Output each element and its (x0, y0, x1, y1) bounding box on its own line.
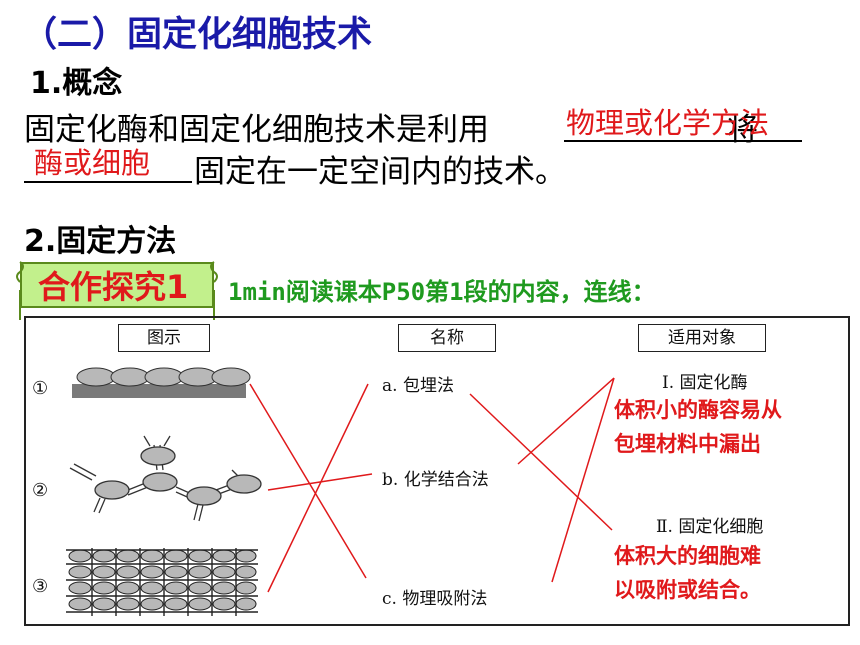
match-line-2-to-b (267, 473, 373, 491)
diagram-2-molecule (186, 486, 222, 506)
concept-heading: 1.概念 (30, 66, 123, 101)
note-enzyme-line1: 体积小的酶容易从 (614, 398, 782, 422)
diagram-2-molecule (94, 480, 130, 500)
header-name: 名称 (398, 324, 496, 352)
diagram-number-2: ② (32, 480, 49, 501)
diagram-2-molecule (226, 474, 262, 494)
header-target: 适用对象 (638, 324, 766, 352)
diagram-1-molecule (178, 367, 218, 387)
diagram-1-adsorption (72, 367, 251, 398)
concept-text-before: 固定化酶和固定化细胞技术是利用 (24, 112, 489, 148)
note-cell-line1: 体积大的细胞难 (614, 544, 761, 568)
note-enzyme-line2: 包埋材料中漏出 (614, 432, 761, 456)
fill-answer-object: 酶或细胞 (34, 146, 151, 180)
target-cell: Ⅱ. 固定化细胞 (656, 517, 764, 537)
method-heading: 2.固定方法 (24, 224, 177, 259)
diagram-1-molecule (144, 367, 184, 387)
match-line-3-to-a (267, 383, 369, 593)
activity-badge-label: 合作探究1 (38, 268, 189, 306)
diagram-number-3: ③ (32, 576, 49, 597)
fill-answer-method: 物理或化学方法 (566, 106, 770, 140)
diagram-3-embedding (66, 548, 258, 616)
header-diagram: 图示 (118, 324, 210, 352)
method-name-physical: c. 物理吸附法 (382, 589, 488, 609)
concept-text-line2: 固定在一定空间内的技术。 (194, 154, 566, 190)
diagram-2-molecule (142, 472, 178, 492)
diagram-2-molecule (140, 446, 176, 466)
diagram-1-molecule (110, 367, 150, 387)
matching-figure (24, 316, 850, 626)
diagram-2-crosslink (69, 435, 262, 522)
match-line-a-to-cell (469, 393, 613, 531)
diagram-1-molecule (211, 367, 251, 387)
blank-line-2 (24, 181, 192, 183)
target-enzyme: Ⅰ. 固定化酶 (662, 373, 748, 393)
activity-badge (20, 262, 214, 308)
note-cell-line2: 以吸附或结合。 (614, 578, 761, 602)
match-line-c-to-enzyme (551, 377, 615, 583)
activity-task: 1min阅读课本P50第1段的内容，连线： (228, 278, 656, 306)
concept-text-after: 将 (727, 112, 758, 148)
method-name-embedding: a. 包埋法 (382, 376, 454, 396)
page-title: （二）固定化细胞技术 (22, 15, 373, 55)
blank-line-1 (564, 140, 802, 142)
diagram-1-carrier-bar (72, 384, 246, 398)
match-line-b-to-enzyme (517, 377, 615, 465)
concept-text-line1: 固定化酶和固定化细胞技术是利用 将 (24, 104, 758, 149)
diagram-1-molecule (76, 367, 116, 387)
match-line-1-to-c (249, 383, 367, 579)
diagram-number-1: ① (32, 378, 49, 399)
method-name-chemical: b. 化学结合法 (382, 470, 489, 490)
matching-lines (249, 377, 615, 593)
